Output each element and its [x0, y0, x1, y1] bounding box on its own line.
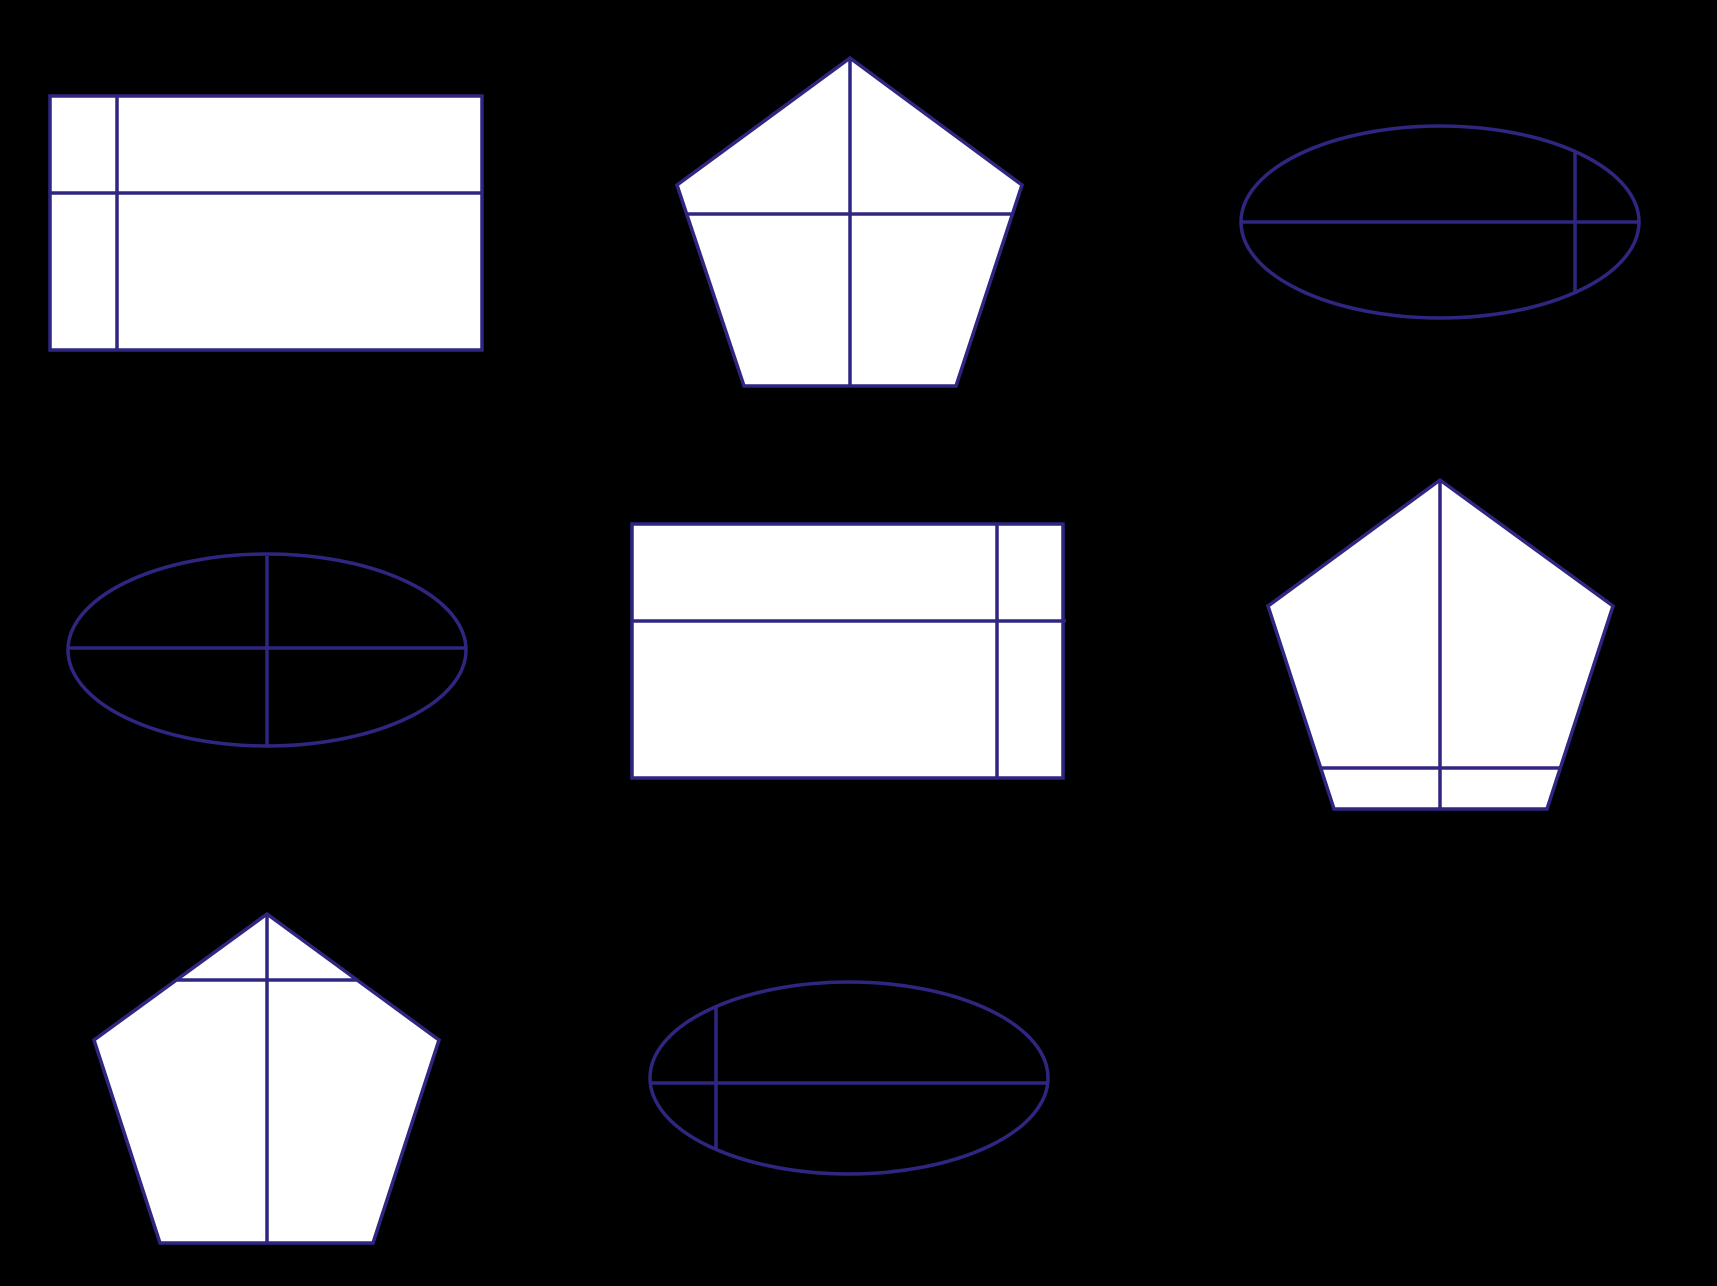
ellipse-figure-3 [1239, 124, 1641, 320]
rectangle-outline [630, 522, 1065, 780]
rectangle-figure-5 [630, 522, 1066, 780]
ellipse-outline [648, 980, 1050, 1176]
pentagon-figure-7 [91, 911, 442, 1245]
pentagon-figure-6 [1265, 477, 1616, 811]
pentagon-figure-2 [674, 55, 1025, 388]
ellipse-figure-8 [648, 980, 1050, 1176]
rectangle-outline [48, 94, 484, 352]
rectangle-figure-1 [48, 94, 484, 352]
ellipse-figure-4 [66, 552, 468, 748]
